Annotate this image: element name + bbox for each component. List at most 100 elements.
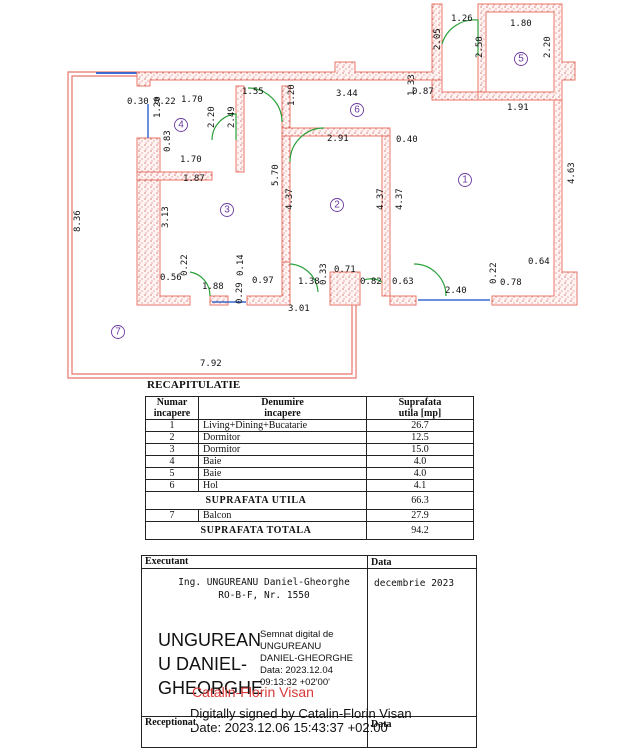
dimension-label: 0.22	[154, 97, 176, 107]
total-label: SUPRAFATA TOTALA	[145, 521, 367, 540]
receptionat-date-label: Data	[371, 719, 392, 730]
dimension-label: 0.63	[392, 277, 414, 287]
total-value: 94.2	[366, 521, 474, 540]
dimension-label: 0.30	[127, 97, 149, 107]
room-4-marker: 4	[174, 118, 188, 132]
dimension-label: 1.70	[181, 95, 203, 105]
recap-cell-area: 12.5	[366, 431, 474, 444]
recap-cell-nr: 2	[145, 431, 199, 444]
recap-cell-area: 4.0	[366, 455, 474, 468]
engineer-info: Ing. UNGUREANU Daniel-Gheorghe RO-B-F, N…	[178, 577, 350, 601]
room-number: 5	[518, 54, 524, 65]
balcon-nr: 7	[145, 509, 199, 522]
room-number: 2	[334, 200, 340, 211]
dimension-label: 1.88	[202, 282, 224, 292]
balcon-name: Balcon	[198, 509, 367, 522]
dimension-label: 4.63	[567, 162, 577, 184]
dimension-label: 2.20	[543, 36, 553, 58]
recap-cell-area: 26.7	[366, 419, 474, 432]
dimension-label: 0.71	[334, 265, 356, 275]
dimension-label: 0.82	[360, 277, 382, 287]
doors	[189, 19, 479, 297]
recap-cell-name: Dormitor	[198, 443, 367, 456]
executant-date: decembrie 2023	[374, 578, 455, 589]
dimension-label: 4.37	[376, 188, 386, 210]
dimension-label: 2.91	[327, 134, 349, 144]
balcony-outline	[67, 71, 357, 379]
dimension-label: 7.92	[200, 359, 222, 369]
dimension-label: 3.01	[288, 304, 310, 314]
room-number: 4	[178, 120, 184, 131]
recap-cell-name: Dormitor	[198, 431, 367, 444]
dimension-label: 1.80	[510, 19, 532, 29]
dimension-label: 4.37	[285, 188, 295, 210]
room-6-marker: 6	[350, 103, 364, 117]
room-number: 6	[354, 105, 360, 116]
room-1-marker: 1	[458, 173, 472, 187]
recap-cell-nr: 4	[145, 455, 199, 468]
util-label: SUPRAFATA UTILA	[145, 491, 367, 510]
util-row: SUPRAFATA UTILA 66.3	[145, 491, 474, 510]
room-number: 3	[224, 205, 230, 216]
util-value: 66.3	[366, 491, 474, 510]
recap-cell-nr: 6	[145, 479, 199, 492]
executant-label: Executant	[145, 556, 189, 567]
recap-cell-nr: 1	[145, 419, 199, 432]
dimension-label: 0.56	[160, 273, 182, 283]
dimension-label: 1.20	[153, 96, 163, 118]
dimension-label: 0.78	[500, 278, 522, 288]
signature-details: Semnat digital de UNGUREANU DANIEL-GHEOR…	[260, 629, 353, 688]
dimension-label: 0.83	[163, 130, 173, 152]
balcon-area: 27.9	[366, 509, 474, 522]
room-2-marker: 2	[330, 198, 344, 212]
balcon-row: 7 Balcon 27.9	[145, 509, 474, 522]
dimension-label: 0.64	[528, 257, 550, 267]
dimension-label: 0.40	[396, 135, 418, 145]
dimension-label: 0.97	[252, 276, 274, 286]
walls	[136, 3, 578, 306]
signature2-name: Catalin-Florin Visan	[192, 684, 314, 700]
dimension-label: 0.33	[319, 263, 329, 285]
recap-cell-name: Living+Dining+Bucatarie	[198, 419, 367, 432]
windows	[147, 104, 490, 303]
dimension-label: 0.22	[489, 262, 499, 284]
dimension-label: 0.29	[235, 282, 245, 304]
recap-cell-nr: 5	[145, 467, 199, 480]
dimension-label: 2.05	[433, 28, 443, 50]
room-5-marker: 5	[514, 52, 528, 66]
executant-box: Executant Data Ing. UNGUREANU Daniel-Ghe…	[141, 555, 477, 748]
dimension-label: 1.55	[242, 87, 264, 97]
recap-cell-name: Hol	[198, 479, 367, 492]
recap-cell-name: Baie	[198, 467, 367, 480]
dimension-label: 3.13	[161, 206, 171, 228]
dimension-label: 4.37	[395, 188, 405, 210]
dimension-label: 1.70	[180, 155, 202, 165]
recap-cell-nr: 3	[145, 443, 199, 456]
dimension-label: 8.36	[73, 210, 83, 232]
recap-title: RECAPITULATIE	[147, 379, 241, 391]
dimension-label: 1.20	[287, 84, 297, 106]
room-numbers: 1 2 3 4 5 6 7	[111, 52, 528, 339]
room-3-marker: 3	[220, 203, 234, 217]
room-7-marker: 7	[111, 325, 125, 339]
dimension-label: 5.70	[271, 164, 281, 186]
dimension-label: 1.33	[407, 74, 417, 96]
dimension-label: 3.44	[336, 89, 358, 99]
signature2-text: Digitally signed by Catalin-Florin Visan…	[190, 706, 412, 735]
dimension-label: 0.14	[236, 254, 246, 276]
recap-cell-name: Baie	[198, 455, 367, 468]
date-label: Data	[371, 557, 392, 568]
dimension-label: 2.49	[227, 106, 237, 128]
